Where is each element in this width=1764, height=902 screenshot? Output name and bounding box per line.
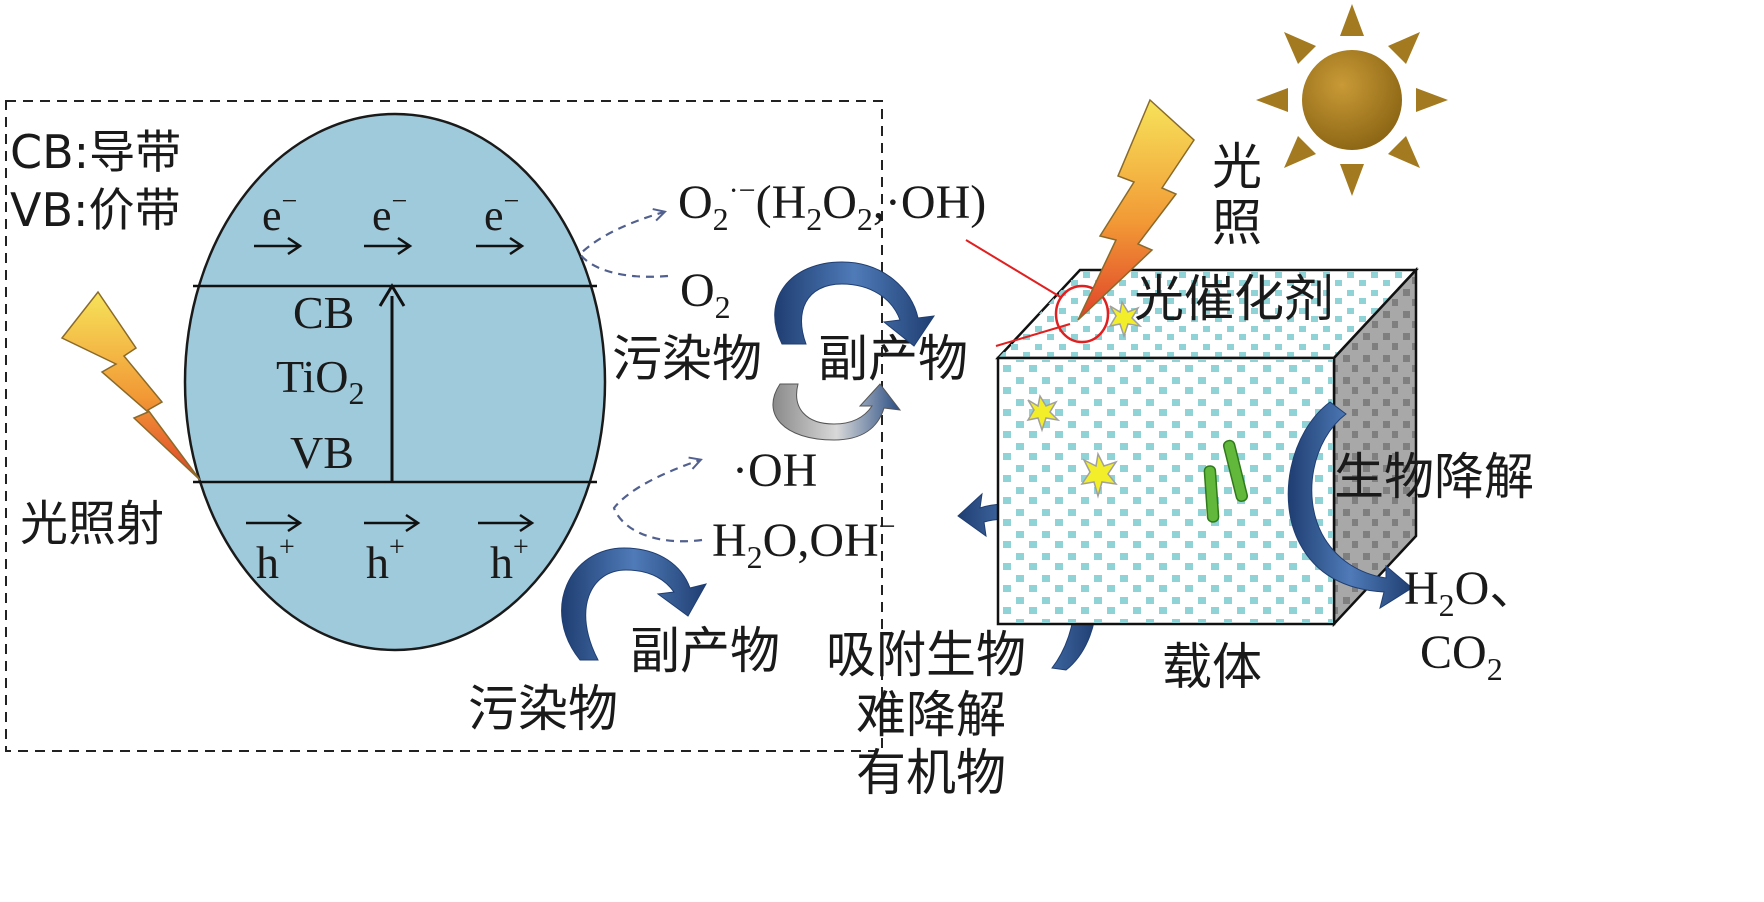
dashed-frame bbox=[5, 100, 883, 752]
byproduct-top-label: 副产物 bbox=[818, 330, 968, 388]
biodegradation-arrow bbox=[1287, 401, 1413, 610]
adsorb-label-line1: 吸附生物 bbox=[826, 626, 1026, 684]
callout-circle bbox=[1054, 284, 1110, 344]
svg-text:h+: h+ bbox=[256, 532, 295, 588]
microorganism-icon bbox=[1203, 465, 1220, 523]
oh-radical-label: ·OH bbox=[732, 444, 817, 497]
electron-1: e− bbox=[254, 186, 303, 256]
products-label-line1: H2O、 bbox=[1404, 562, 1537, 623]
svg-text:h+: h+ bbox=[366, 532, 405, 588]
hole-1: h+ bbox=[246, 513, 303, 588]
svg-text:e−: e− bbox=[372, 186, 407, 240]
electron-2: e− bbox=[364, 186, 413, 256]
carrier-cube bbox=[995, 266, 1419, 628]
hole-3: h+ bbox=[478, 513, 535, 588]
vb-label: VB bbox=[290, 427, 354, 478]
light-label-char2: 照 bbox=[1212, 194, 1262, 252]
byproduct-bottom-label: 副产物 bbox=[630, 622, 780, 680]
svg-text:h+: h+ bbox=[490, 532, 529, 588]
hole-2: h+ bbox=[364, 513, 421, 588]
cb-label: CB bbox=[293, 287, 354, 338]
adsorb-label-line3: 有机物 bbox=[856, 744, 1006, 802]
sun-icon bbox=[1256, 4, 1448, 196]
microorganism-icon bbox=[1222, 439, 1249, 502]
tio2-band-diagram: CB TiO2 VB e− e− e− h+ h+ h+ bbox=[183, 112, 607, 652]
electron-3: e− bbox=[476, 186, 525, 256]
tio2-label: TiO2 bbox=[276, 351, 364, 411]
radical-species-label: O2·−(H2O2,·OH) bbox=[678, 174, 986, 237]
callout-line-lower bbox=[995, 323, 1071, 347]
carrier-label: 载体 bbox=[1162, 638, 1262, 696]
o2-label: O2 bbox=[680, 264, 731, 325]
callout-line-upper bbox=[965, 239, 1063, 299]
excitation-arrow-head bbox=[378, 283, 406, 307]
light-label-char1: 光 bbox=[1212, 138, 1262, 196]
conversion-arrow-bottom bbox=[561, 547, 708, 661]
pollutant-bottom-label: 污染物 bbox=[468, 680, 618, 738]
left-lightning-icon bbox=[60, 290, 201, 481]
catalyst-particle-icon bbox=[1108, 299, 1143, 339]
photocatalyst-label: 光催化剂 bbox=[1134, 270, 1334, 328]
light-irradiation-label: 光照射 bbox=[20, 496, 164, 552]
water-hydroxide-label: H2O,OH− bbox=[712, 510, 896, 575]
svg-text:e−: e− bbox=[484, 186, 519, 240]
adsorb-label-line2: 难降解 bbox=[856, 686, 1006, 744]
legend-vb: VB:价带 bbox=[10, 183, 181, 237]
svg-text:e−: e− bbox=[262, 186, 297, 240]
electron-transfer-dashed-arrow bbox=[578, 212, 669, 278]
catalyst-particle-icon bbox=[1080, 451, 1118, 499]
hole-transfer-dashed-arrow bbox=[612, 460, 702, 543]
conversion-arrow-top-upper bbox=[774, 261, 936, 347]
catalyst-particle-icon bbox=[1026, 393, 1061, 433]
products-label-line2: CO2 bbox=[1420, 626, 1503, 687]
pollutant-top-label: 污染物 bbox=[612, 330, 762, 388]
legend-cb: CB:导带 bbox=[10, 125, 181, 179]
right-lightning-icon bbox=[1077, 98, 1195, 321]
biodegradation-label: 生物降解 bbox=[1334, 448, 1534, 506]
conversion-arrow-top-lower bbox=[772, 383, 902, 441]
